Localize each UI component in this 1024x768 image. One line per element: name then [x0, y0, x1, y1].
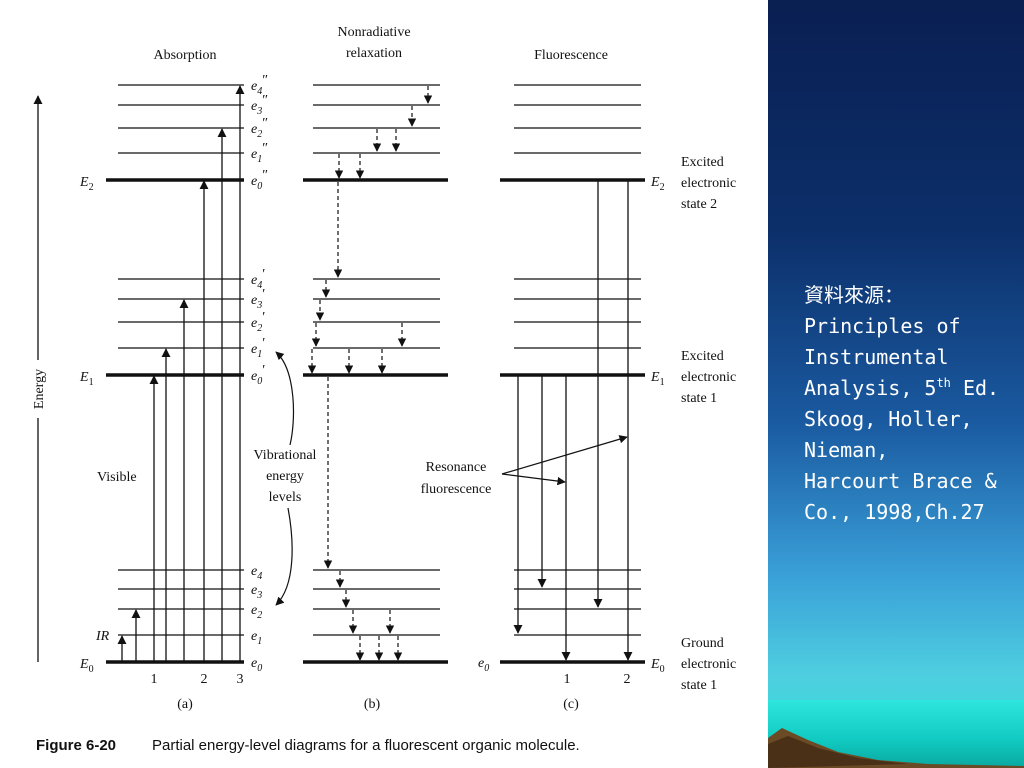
- E1-right-label: E1: [650, 370, 665, 388]
- figure-caption-text: Partial energy-level diagrams for a fluo…: [152, 737, 580, 754]
- svg-text:e1″: e1″: [251, 141, 268, 165]
- figure-panel: Absorption Nonradiative relaxation Fluor…: [0, 0, 768, 768]
- transition-number-a-2: 2: [201, 672, 208, 687]
- source-note-line7: Harcourt Brace &: [804, 466, 1019, 497]
- E2-right-label: E2: [650, 175, 665, 193]
- svg-text:e2″: e2″: [251, 116, 268, 140]
- ground-line3: state 1: [681, 678, 717, 693]
- e0-panel-c-label: e0: [478, 656, 489, 674]
- excited1-line3: state 1: [681, 391, 717, 406]
- fluorescence-title: Fluorescence: [534, 48, 608, 63]
- E0-right-label: E0: [650, 657, 665, 675]
- level-labels: e4″ e3″ e2″ e1″ e0″ e4′ e3′ e2′ e1′ e0′ …: [251, 73, 268, 674]
- svg-text:e3: e3: [251, 583, 262, 601]
- svg-text:e2′: e2′: [251, 310, 265, 334]
- energy-level-diagram: Absorption Nonradiative relaxation Fluor…: [0, 0, 768, 768]
- vibrational-line3: levels: [269, 490, 302, 505]
- resonance-line2: fluorescence: [421, 482, 492, 497]
- energy-axis-label: Energy: [32, 369, 47, 409]
- vibrational-lower-curve: [276, 508, 292, 605]
- panel-b-levels: [303, 85, 448, 662]
- panel-a-levels: [106, 85, 244, 662]
- source-note-line2: Principles of: [804, 311, 1019, 342]
- nonradiative-title-line1: Nonradiative: [337, 25, 410, 40]
- svg-text:e4: e4: [251, 564, 262, 582]
- excited2-line1: Excited: [681, 155, 724, 170]
- transition-number-c-2: 2: [624, 672, 631, 687]
- resonance-pointer-lower: [502, 474, 565, 482]
- source-note-line6: Nieman,: [804, 435, 1019, 466]
- transition-number-c-1: 1: [564, 672, 571, 687]
- E0-left-label: E0: [79, 657, 94, 675]
- vibrational-upper-curve: [276, 352, 293, 445]
- ir-label: IR: [95, 629, 110, 644]
- figure-caption-label: Figure 6-20: [36, 737, 116, 754]
- vibrational-line1: Vibrational: [254, 448, 317, 463]
- nonradiative-title-line2: relaxation: [346, 46, 402, 61]
- resonance-pointer-upper: [502, 437, 627, 474]
- panel-b-arrows: [312, 86, 428, 660]
- transition-number-a-3: 3: [237, 672, 244, 687]
- ground-line1: Ground: [681, 636, 724, 651]
- svg-text:e1: e1: [251, 629, 262, 647]
- resonance-line1: Resonance: [426, 460, 487, 475]
- excited2-line3: state 2: [681, 197, 717, 212]
- svg-text:e1′: e1′: [251, 336, 265, 360]
- panel-label-b: (b): [364, 697, 381, 712]
- source-note-line4: Analysis, 5th Ed.: [804, 373, 1019, 404]
- excited1-line1: Excited: [681, 349, 724, 364]
- source-note-line1: 資料來源：: [804, 280, 1019, 311]
- svg-text:e0: e0: [251, 656, 262, 674]
- visible-label: Visible: [97, 470, 137, 485]
- vibrational-line2: energy: [266, 469, 304, 484]
- E1-left-label: E1: [79, 370, 94, 388]
- source-note: 資料來源： Principles of Instrumental Analysi…: [804, 280, 1019, 528]
- excited2-line2: electronic: [681, 176, 736, 191]
- source-note-line3: Instrumental: [804, 342, 1019, 373]
- svg-text:e2: e2: [251, 603, 262, 621]
- E2-left-label: E2: [79, 175, 94, 193]
- transition-number-a-1: 1: [151, 672, 158, 687]
- ground-line2: electronic: [681, 657, 736, 672]
- absorption-title: Absorption: [154, 48, 217, 63]
- panel-c-arrows: [518, 181, 628, 660]
- excited1-line2: electronic: [681, 370, 736, 385]
- panel-c-levels: [500, 85, 645, 662]
- source-note-line5: Skoog, Holler,: [804, 404, 1019, 435]
- svg-text:e0″: e0″: [251, 168, 268, 192]
- svg-text:e0′: e0′: [251, 363, 265, 387]
- panel-label-a: (a): [177, 697, 193, 712]
- panel-label-c: (c): [563, 697, 579, 712]
- mountain-silhouette: [768, 698, 1024, 768]
- source-note-line8: Co., 1998,Ch.27: [804, 497, 1019, 528]
